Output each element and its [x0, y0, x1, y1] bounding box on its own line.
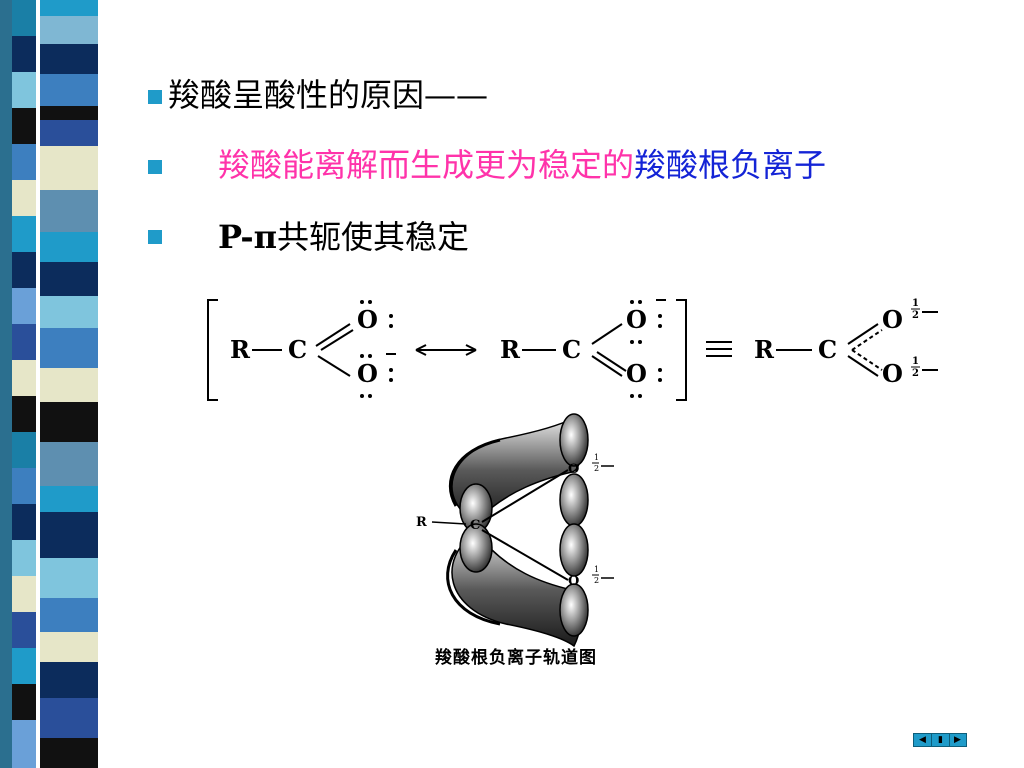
resonance-arrow [415, 344, 477, 356]
struct1-O-top: O [357, 305, 378, 334]
struct1-O-bottom: O [357, 359, 378, 388]
sidebar-right-stripes [40, 0, 98, 768]
struct2-C: C [562, 335, 581, 364]
right-bracket [676, 299, 687, 401]
struct3-O-bottom: O [882, 359, 903, 388]
svg-text:1: 1 [912, 356, 919, 367]
orbital-R: R [416, 515, 427, 530]
line3-rest-text: 共轭使其稳定 [277, 218, 470, 256]
slide-line-1: 羧酸呈酸性的原因—— [168, 75, 488, 115]
slide-line-3: P-π共轭使其稳定 [218, 217, 469, 257]
sidebar-outer-column [0, 0, 12, 768]
decorative-sidebar [0, 0, 116, 768]
bullet-1 [148, 90, 162, 104]
svg-text:2: 2 [594, 576, 599, 585]
orbital-O-bottom: O [568, 574, 579, 589]
struct1-R: R [230, 335, 251, 364]
svg-text:1: 1 [912, 298, 919, 309]
equivalence-sign [706, 341, 732, 357]
line2-pink-text: 羧酸能离解而生成更为稳定的 [218, 146, 635, 184]
struct1-C: C [288, 335, 307, 364]
struct3-R: R [754, 335, 775, 364]
svg-text:1: 1 [594, 565, 599, 574]
bullet-2 [148, 160, 162, 174]
sidebar-left-stripes [12, 0, 36, 768]
bullet-3 [148, 230, 162, 244]
struct3-C: C [818, 335, 837, 364]
left-bracket [207, 299, 218, 401]
slide-index-button[interactable]: ▮ [931, 734, 950, 746]
orbital-O-top: O [568, 462, 579, 477]
orbital-caption: 羧酸根负离子轨道图 [435, 648, 597, 668]
half-charge-bottom: 1 2 [911, 356, 938, 379]
carboxylate-orbital-illustration: R C O O 1 2 1 2 [416, 413, 614, 648]
half-charge-top: 1 2 [911, 298, 938, 321]
struct2-O-bottom: O [626, 359, 647, 388]
line3-bold-text: P-π [218, 218, 278, 256]
struct3-O-top: O [882, 305, 903, 334]
struct2-R: R [500, 335, 521, 364]
line1-text: 羧酸呈酸性的原因—— [168, 76, 489, 114]
svg-text:2: 2 [912, 368, 919, 379]
prev-slide-button[interactable]: ◀ [919, 735, 926, 745]
struct2-O-top: O [626, 305, 647, 334]
slide-line-2: 羧酸能离解而生成更为稳定的羧酸根负离子 [218, 145, 826, 185]
resonance-structure-diagram: R C O O R C O O [207, 298, 938, 401]
next-slide-button[interactable]: ▶ [954, 735, 961, 745]
svg-text:2: 2 [594, 464, 599, 473]
orbital-C: C [470, 518, 480, 533]
line2-blue-text: 羧酸根负离子 [634, 146, 827, 184]
svg-text:1: 1 [594, 453, 599, 462]
slide-navigation: ◀ ▮ ▶ [913, 733, 967, 747]
svg-text:2: 2 [912, 310, 919, 321]
